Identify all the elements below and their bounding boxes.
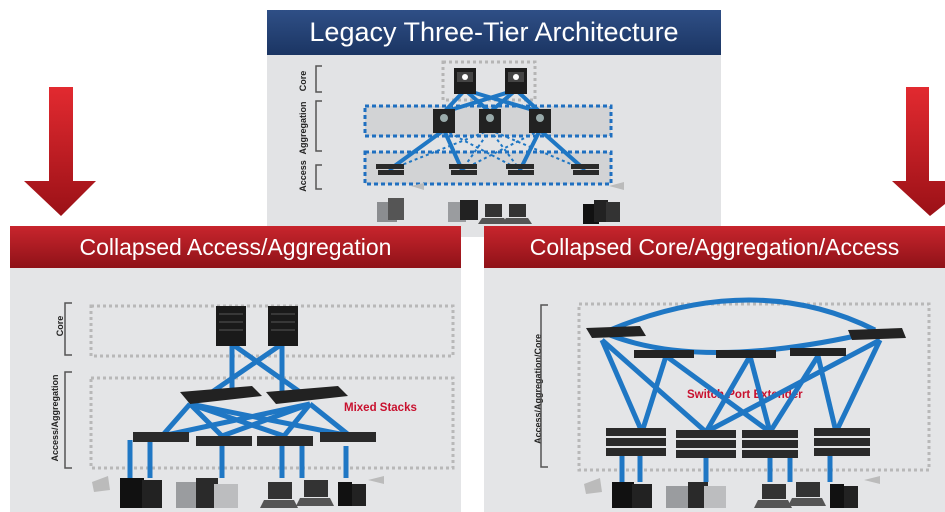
stack-switch-icon [180, 386, 262, 404]
core-switch-icon [586, 326, 906, 358]
legacy-architecture-title: Legacy Three-Tier Architecture [267, 10, 721, 55]
legacy-dashed-links [388, 129, 586, 171]
left-arrow-label: Mixed Stacks [76, 92, 172, 109]
core-chassis-icon [216, 306, 246, 346]
tier-brackets [315, 65, 322, 190]
collapsed-core-aggregation-access-title: Collapsed Core/Aggregation/Access [484, 226, 945, 268]
aggregation-switch-detail [440, 114, 544, 122]
endpoint-devices-icon [92, 476, 384, 508]
core-switch-icon [454, 68, 476, 94]
access-switch-icon [376, 164, 599, 175]
right-arrow-label: Switch Port Extender [734, 92, 884, 109]
legacy-links [387, 88, 587, 172]
mixed-stacks-annotation: Mixed Stacks [344, 402, 417, 414]
endpoint-devices-icon [377, 182, 624, 224]
collapsed-access-aggregation-panel [10, 226, 461, 512]
right-down-arrow [892, 87, 945, 216]
access-switch-icon [133, 432, 376, 446]
collapsed-access-aggregation-title: Collapsed Access/Aggregation [10, 226, 461, 268]
stack-switch-icon [266, 386, 348, 404]
core-chassis-icon [268, 306, 298, 346]
endpoint-devices-icon [584, 476, 880, 508]
core-switch-icon [505, 68, 527, 94]
left-down-arrow [24, 87, 96, 216]
extender-switch-stack-icon [606, 428, 870, 458]
